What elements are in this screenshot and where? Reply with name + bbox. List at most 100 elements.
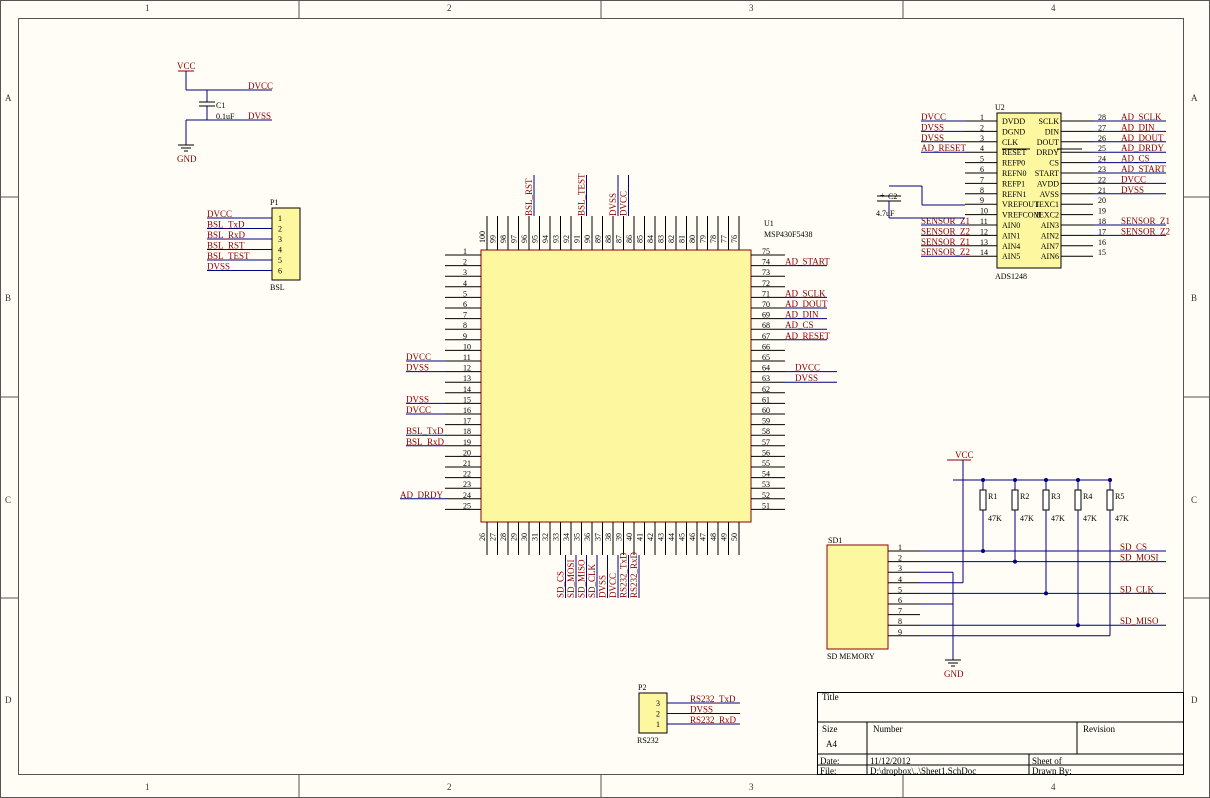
u2-pin-name: SCLK <box>1039 117 1060 126</box>
u2-net-label: DVSS <box>1121 185 1144 195</box>
u1-pin-number: 9 <box>463 332 467 341</box>
inner-border <box>18 18 1184 775</box>
date-label: Date: <box>820 756 840 766</box>
u1-net-label: BSL_RST <box>524 178 534 216</box>
u1-pin-number: 4 <box>463 279 467 288</box>
u2-net-label: AD_DOUT <box>1121 133 1164 143</box>
u1-pin-number: 98 <box>499 235 508 243</box>
u2-pin-name: CS <box>1049 159 1059 168</box>
u2-pin-name: VREFCOM <box>1002 211 1041 220</box>
u1-pin-number: 88 <box>604 235 613 243</box>
u2-pin-name: REFN1 <box>1002 190 1026 199</box>
resistor-ref: R3 <box>1051 492 1060 501</box>
junction-dot <box>1044 591 1048 596</box>
u2-net-label: AD_START <box>1121 164 1166 174</box>
sd-pin-number: 1 <box>898 543 902 552</box>
u1-pin-number: 28 <box>499 533 508 541</box>
u1-pin-number: 51 <box>762 501 770 510</box>
sd-pin-number: 5 <box>898 585 902 594</box>
u2-body <box>996 112 1062 269</box>
u1-pin-number: 87 <box>615 235 624 243</box>
resistor-ref: R4 <box>1083 492 1092 501</box>
u1-part: MSP430F5438 <box>764 230 812 239</box>
u1-pin-number: 93 <box>552 235 561 243</box>
u1-pin-number: 78 <box>709 235 718 243</box>
u2-pin-number: 26 <box>1098 134 1106 143</box>
u1-pin-number: 23 <box>463 480 471 489</box>
u2-pin-name: START <box>1035 169 1059 178</box>
u1-net-label: BSL_RxD <box>406 437 445 447</box>
u1-pin-number: 76 <box>730 235 739 243</box>
u2-net-label: AD_RESET <box>921 143 967 153</box>
p2-net-label: DVSS <box>690 705 713 715</box>
zone-col-label: 1 <box>145 3 150 13</box>
u2-pin-number: 24 <box>1098 155 1106 164</box>
u1-pin-number: 64 <box>762 364 770 373</box>
u1-pin-number: 53 <box>762 480 770 489</box>
u1-net-label: DVCC <box>406 352 431 362</box>
sd-pin-number: 7 <box>898 607 902 616</box>
u2-pin-name: DGND <box>1002 127 1025 136</box>
u2-pin-number: 12 <box>980 227 988 236</box>
u1-pin-number: 65 <box>762 353 770 362</box>
p2-ref: P2 <box>638 683 646 692</box>
title-block <box>817 692 1184 775</box>
zone-col-label: 1 <box>145 782 150 792</box>
p2-body <box>638 692 668 734</box>
sd-net-label: SD_MISO <box>1120 616 1159 626</box>
u1-pin-number: 37 <box>594 533 603 541</box>
u1-net-label: AD_DRDY <box>400 490 444 500</box>
u2-pin-name: IEXC1 <box>1036 200 1059 209</box>
u2-net-label: DVSS <box>921 122 944 132</box>
u2-pin-number: 5 <box>980 155 984 164</box>
u1-pin-number: 81 <box>678 235 687 243</box>
u2-pin-name: IEXC2 <box>1036 211 1059 220</box>
u2-pin-number: 6 <box>980 165 984 174</box>
p2-pin-number: 3 <box>656 699 660 708</box>
resistor-body <box>1042 489 1050 511</box>
u1-pin-number: 59 <box>762 417 770 426</box>
p2-pin-number: 2 <box>656 710 660 719</box>
junction-dot <box>1076 623 1080 628</box>
u1-pin-number: 97 <box>510 235 519 243</box>
sd-body <box>826 544 889 650</box>
resistor-ref: R1 <box>988 492 997 501</box>
u1-pin-number: 6 <box>463 300 467 309</box>
u1-net-label: BSL_TxD <box>406 426 444 436</box>
zone-col-label: 3 <box>749 782 754 792</box>
u1-pin-number: 12 <box>463 364 471 373</box>
zone-row-label: C <box>1191 495 1197 505</box>
zone-col-label: 2 <box>447 782 452 792</box>
u1-pin-number: 40 <box>625 533 634 541</box>
u2-pin-number: 16 <box>1098 238 1106 247</box>
u2-net-label: SENSOR_Z1 <box>921 216 970 226</box>
p1-pin-number: 5 <box>278 256 282 265</box>
u1-pin-number: 31 <box>531 533 540 541</box>
u2-pin-name: DOUT <box>1037 138 1059 147</box>
u2-pin-number: 8 <box>980 186 984 195</box>
p1-pin-number: 1 <box>278 214 282 223</box>
u1-pin-number: 5 <box>463 289 467 298</box>
u1-pin-number: 27 <box>489 533 498 541</box>
u2-pin-name: AIN6 <box>1041 252 1059 261</box>
u1-pin-number: 34 <box>562 533 571 541</box>
u1-pin-number: 39 <box>615 533 624 541</box>
u2-pin-name: REFP1 <box>1002 179 1025 188</box>
u1-pin-number: 79 <box>699 235 708 243</box>
dvcc-label: DVCC <box>248 81 273 91</box>
resistor-value: 47K <box>1051 514 1065 523</box>
sd-name: SD MEMORY <box>827 652 875 661</box>
u2-net-label: AD_SCLK <box>1121 112 1162 122</box>
u2-pin-name: AVDD <box>1037 179 1059 188</box>
u1-pin-number: 75 <box>762 247 770 256</box>
u2-net-label: DVCC <box>1121 174 1146 184</box>
c1-ref: C1 <box>216 101 225 110</box>
resistor-value: 47K <box>1115 514 1129 523</box>
u2-pin-name: CLK <box>1002 138 1018 147</box>
u1-pin-number: 86 <box>625 235 634 243</box>
p2-net-label: RS232_TxD <box>690 694 736 704</box>
u1-pin-number: 77 <box>720 235 729 243</box>
u2-part: ADS1248 <box>995 272 1027 281</box>
